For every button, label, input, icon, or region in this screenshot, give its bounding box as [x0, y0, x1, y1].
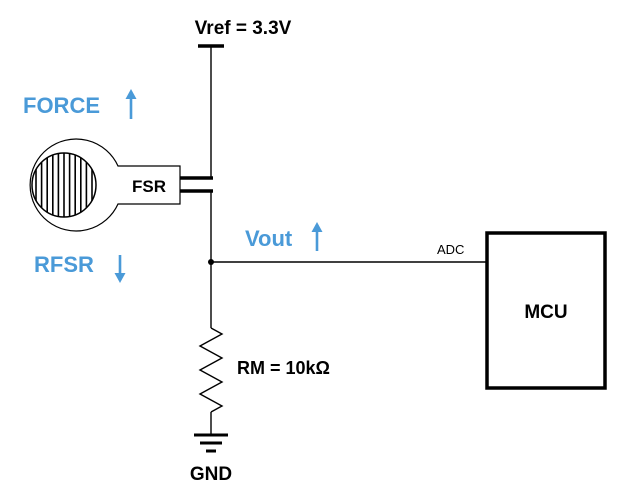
rfsr-arrow-icon	[114, 255, 126, 283]
mcu-label: MCU	[524, 302, 567, 323]
fsr-sensor-icon	[29, 138, 181, 232]
adc-label: ADC	[437, 242, 464, 257]
vref-label: Vref = 3.3V	[195, 18, 292, 39]
force-label: FORCE	[23, 93, 100, 118]
vout-label: Vout	[245, 226, 293, 251]
fsr-label: FSR	[132, 177, 166, 196]
mcu-box	[485, 231, 607, 390]
force-arrow-icon	[125, 89, 137, 119]
vout-arrow-icon	[311, 222, 323, 251]
gnd-label: GND	[190, 464, 232, 485]
ground-icon	[194, 433, 228, 453]
rfsr-label: RFSR	[34, 252, 94, 277]
rm-label: RM = 10kΩ	[237, 358, 330, 378]
resistor-icon	[198, 327, 224, 413]
